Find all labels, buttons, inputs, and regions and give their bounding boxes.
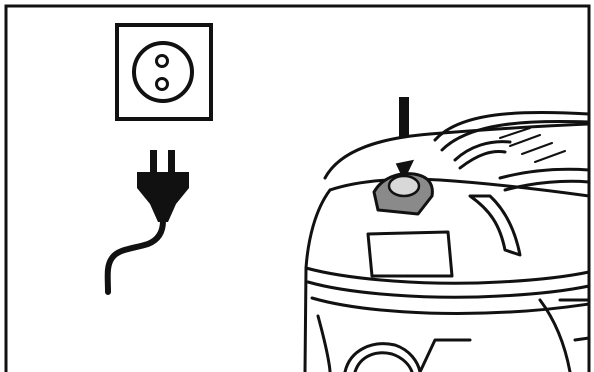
- power-button-icon: [372, 172, 434, 216]
- plug-icon: [104, 150, 189, 295]
- figure-border: [4, 4, 591, 372]
- socket-icon: [115, 23, 213, 121]
- vacuum-cleaner-icon: [303, 110, 591, 372]
